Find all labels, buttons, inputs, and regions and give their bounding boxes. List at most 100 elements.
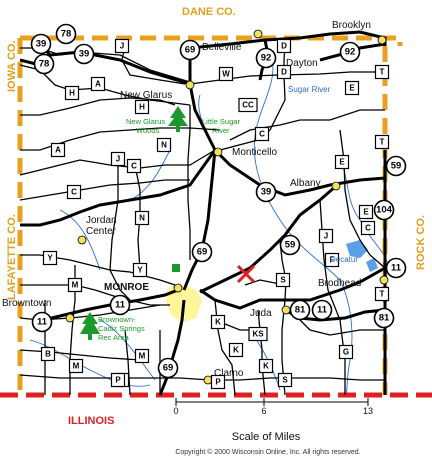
svg-text:E: E — [349, 84, 355, 93]
svg-text:92: 92 — [345, 47, 356, 58]
highway-shield-69: 69 — [191, 241, 213, 263]
county-road-marker-M: M — [134, 348, 150, 364]
highway-shield-69: 69 — [157, 357, 179, 379]
svg-text:M: M — [72, 281, 79, 290]
county-road-marker-C: C — [360, 220, 376, 236]
scale-tick-13: 13 — [363, 406, 373, 416]
county-road-marker-N: N — [156, 137, 172, 153]
town-dots — [65, 29, 389, 385]
county-label-iowa: IOWA CO. — [6, 40, 18, 92]
county-road-marker-C: C — [66, 184, 82, 200]
svg-text:81: 81 — [379, 313, 390, 324]
svg-text:69: 69 — [197, 247, 208, 258]
svg-text:78: 78 — [61, 29, 72, 40]
county-road-markers: JDWDTAHHECCNCTCEAJCNCJFEYMYSMKKSKBMBPKPS… — [40, 38, 390, 390]
highway-shield-59: 59 — [385, 155, 407, 177]
rivers — [29, 49, 391, 396]
highway-shield-39: 39 — [30, 33, 52, 55]
scale-tick-0: 0 — [173, 406, 178, 416]
county-road-marker-E: E — [334, 154, 350, 170]
highway-shield-104: 104 — [373, 199, 395, 221]
svg-text:39: 39 — [79, 49, 90, 60]
svg-text:39: 39 — [261, 187, 272, 198]
highway-shield-59: 59 — [279, 234, 301, 256]
town-label-jordan: Jordan — [86, 215, 117, 226]
park-label: Rec Area — [98, 333, 130, 342]
county-road-marker-KS: KS — [248, 326, 268, 342]
tree-icon — [168, 106, 188, 132]
svg-text:A: A — [95, 80, 101, 89]
svg-text:11: 11 — [115, 300, 126, 311]
town-label-juda: Juda — [250, 308, 272, 319]
town-label-browntown: Browntown — [2, 298, 51, 309]
county-road-marker-M: M — [68, 358, 84, 374]
town-label-belleville: Belleville — [202, 42, 242, 53]
svg-text:N: N — [139, 214, 145, 223]
svg-text:S: S — [282, 376, 288, 385]
county-road-marker-J: J — [318, 228, 334, 244]
svg-text:K: K — [233, 346, 239, 355]
svg-text:T: T — [380, 68, 385, 77]
svg-text:C: C — [131, 162, 137, 171]
county-road-marker-K: K — [210, 314, 226, 330]
park-label: Woods — [136, 126, 159, 135]
county-road-marker-CC: CC — [238, 97, 258, 113]
location-marker-icon — [236, 264, 256, 284]
svg-text:M: M — [73, 362, 80, 371]
county-road-marker-K: K — [228, 342, 244, 358]
county-road-marker-S: S — [275, 272, 291, 288]
highway-shield-69: 69 — [179, 39, 201, 61]
county-road-marker-J: J — [114, 38, 130, 54]
highway-shield-11: 11 — [31, 311, 53, 333]
svg-text:K: K — [215, 318, 221, 327]
county-label-dane: DANE CO. — [182, 6, 236, 18]
svg-text:D: D — [281, 68, 287, 77]
town-label-dayton: Dayton — [286, 58, 318, 69]
highway-shield-11: 11 — [109, 294, 131, 316]
county-road-marker-T: T — [374, 64, 390, 80]
highway-shield-92: 92 — [339, 41, 361, 63]
water-label-decatur: Decatur — [330, 255, 358, 264]
highway-shield-92: 92 — [255, 47, 277, 69]
county-road-marker-N: N — [134, 210, 150, 226]
county-road-marker-F: F — [324, 252, 340, 268]
park-icons — [80, 106, 188, 340]
svg-text:69: 69 — [163, 363, 174, 374]
park-label: Cadiz Springs — [98, 324, 145, 333]
svg-text:B: B — [45, 350, 51, 359]
park-label: River — [212, 126, 230, 135]
svg-text:C: C — [259, 130, 265, 139]
svg-text:A: A — [55, 146, 61, 155]
svg-text:P: P — [115, 376, 121, 385]
county-road-marker-T: T — [374, 134, 390, 150]
town-label-clarno: Clarno — [214, 368, 244, 379]
county-road-marker-D: D — [276, 38, 292, 54]
svg-text:78: 78 — [39, 59, 50, 70]
svg-text:104: 104 — [376, 205, 393, 216]
svg-text:F: F — [330, 256, 335, 265]
county-road-marker-A: A — [50, 142, 66, 158]
svg-text:T: T — [380, 290, 385, 299]
park-label: New Glarus — [126, 117, 165, 126]
county-label-lafayette: LAFAYETTE CO. — [6, 214, 18, 300]
county-road-marker-E: E — [344, 80, 360, 96]
town-label-brooklyn: Brooklyn — [332, 20, 371, 31]
scale-tick-6: 6 — [261, 406, 266, 416]
svg-text:11: 11 — [391, 263, 402, 274]
county-road-marker-E: E — [358, 204, 374, 220]
svg-text:69: 69 — [185, 45, 196, 56]
county-road-marker-W: W — [218, 66, 234, 82]
county-road-marker-G: G — [338, 344, 354, 360]
svg-text:59: 59 — [285, 240, 296, 251]
highway-shield-39: 39 — [73, 43, 95, 65]
park-marker — [172, 264, 180, 272]
svg-text:E: E — [339, 158, 345, 167]
scale-title: Scale of Miles — [232, 431, 301, 443]
highway-shield-81: 81 — [289, 299, 311, 321]
svg-text:KS: KS — [252, 330, 264, 339]
svg-text:J: J — [120, 42, 124, 51]
county-road-marker-H: H — [64, 85, 80, 101]
park-label: Little Sugar — [202, 117, 240, 126]
county-road-marker-T: T — [374, 286, 390, 302]
